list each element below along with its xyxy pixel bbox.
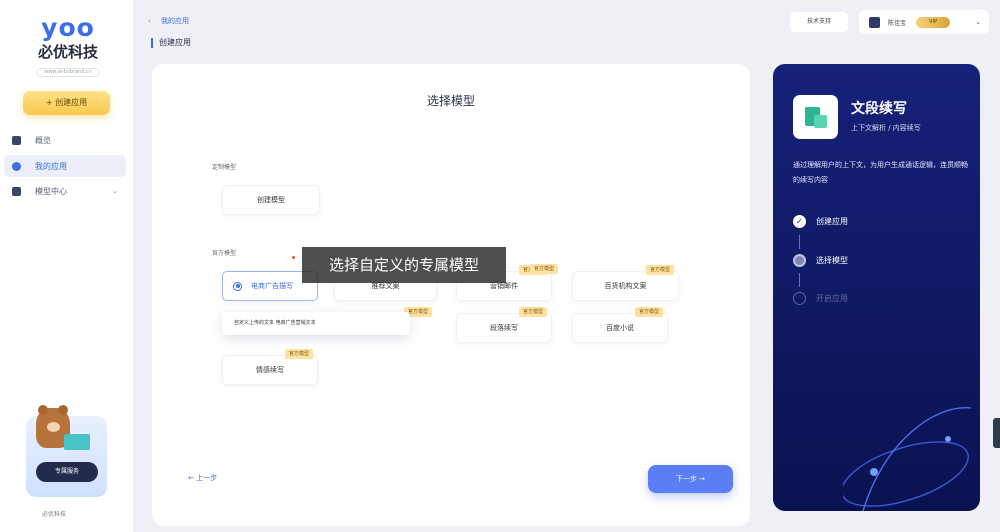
model-center-icon — [12, 186, 21, 196]
model-label: 百货机构文案 — [604, 282, 647, 290]
model-card[interactable]: 官方模型 百货机构文案 — [572, 265, 679, 301]
panel-subtitle: 上下文解析 / 内容续写 — [851, 124, 921, 132]
pending-step-icon — [793, 292, 806, 305]
model-label: 推荐文案 — [371, 282, 400, 290]
side-drawer-handle[interactable] — [993, 418, 1000, 448]
step-label: 创建应用 — [816, 217, 848, 226]
official-model-section-label: 官方模型 — [212, 250, 237, 257]
model-label: 营销邮件 — [490, 282, 518, 290]
model-label: 电商广告描写 — [251, 282, 293, 290]
custom-model-section-label: 定制模型 — [212, 164, 237, 171]
user-name: 陈佳宝 — [888, 19, 907, 27]
step-launch-app: 开启应用 — [793, 292, 848, 305]
step-select-model: 选择模型 — [793, 254, 848, 267]
official-tag: 官方模型 — [530, 264, 559, 274]
create-app-button[interactable]: + 创建应用 — [23, 91, 110, 115]
brand-tagline: www.ai-bsbrand.cn — [36, 68, 100, 77]
caption-overlay: 选择自定义的专属模型 — [302, 247, 506, 283]
model-card[interactable]: 电商广告描写 — [222, 271, 318, 301]
required-marker-icon — [292, 256, 295, 259]
sidebar-item-overview[interactable]: 概览 — [4, 129, 126, 151]
sidebar: yoo 必优科技 www.ai-bsbrand.cn + 创建应用 概览 我的应… — [0, 0, 133, 532]
create-model-card[interactable]: 创建模型 — [222, 185, 320, 215]
model-card[interactable]: 官方模型 百度小说 — [572, 307, 668, 343]
model-card[interactable]: 官方模型 情感续写 — [222, 349, 318, 385]
back-icon[interactable]: ‹ — [148, 17, 151, 25]
main-title: 选择模型 — [426, 94, 475, 108]
model-label: 情感续写 — [256, 366, 284, 374]
app-info-panel: 文段续写 上下文解析 / 内容续写 通过理解用户的上下文，为用户生成通话逻辑，连… — [773, 64, 980, 511]
laptop-icon — [64, 434, 90, 450]
model-label: 百度小说 — [606, 324, 634, 332]
orbit-decoration-icon — [843, 407, 972, 511]
official-tag: 官方模型 — [645, 265, 674, 275]
sidebar-item-label: 概览 — [35, 135, 51, 145]
tech-support-button[interactable]: 技术支持 — [790, 12, 848, 32]
breadcrumb-parent-link[interactable]: 我的应用 — [161, 17, 190, 25]
footer-brand: 必优科技 — [42, 511, 67, 518]
check-icon: ✓ — [793, 215, 806, 228]
step-connector — [799, 273, 800, 287]
current-step-icon — [793, 254, 806, 267]
panel-description: 通过理解用户的上下文，为用户生成通话逻辑，连贯顺畅的续写内容 — [793, 161, 968, 184]
document-icon — [793, 95, 838, 139]
vip-badge: VIP — [916, 16, 951, 28]
sidebar-item-label: 我的应用 — [35, 161, 67, 171]
chevron-down-icon: ⌄ — [112, 187, 118, 195]
breadcrumb: ‹ 我的应用 — [148, 16, 189, 26]
prev-step-button[interactable]: ← 上一步 — [188, 474, 218, 482]
official-tag: 官方模型 — [634, 307, 663, 317]
step-label: 选择模型 — [816, 256, 848, 265]
model-description-tooltip: 自定义上传的文本 电商广告营销文本 — [222, 312, 410, 335]
user-menu[interactable]: 陈佳宝 VIP ⌄ — [859, 10, 989, 34]
bear-mascot-icon — [36, 405, 70, 448]
sidebar-item-label: 模型中心 — [35, 186, 67, 196]
step-create-app: ✓ 创建应用 — [793, 215, 848, 228]
exclusive-service-button[interactable]: 专属服务 — [36, 462, 98, 482]
avatar — [869, 16, 880, 28]
official-tag: 官方模型 — [518, 307, 547, 317]
model-label: 段落续写 — [490, 324, 518, 332]
step-connector — [799, 235, 800, 249]
chevron-down-icon: ⌄ — [975, 18, 981, 26]
brand-name: 必优科技 — [37, 43, 98, 61]
radio-selected-icon[interactable] — [233, 281, 242, 291]
next-step-button[interactable]: 下一步 → — [648, 465, 733, 493]
panel-title: 文段续写 — [851, 101, 907, 117]
official-tag: 官方模型 — [403, 307, 432, 317]
overview-icon — [12, 135, 21, 145]
model-card[interactable]: 官方模型 — [334, 307, 437, 343]
logo-mark: yoo — [41, 13, 95, 42]
sidebar-item-my-apps[interactable]: 我的应用 — [4, 155, 126, 177]
sidebar-item-model-center[interactable]: 模型中心 ⌄ — [4, 180, 126, 202]
apps-icon — [12, 161, 21, 171]
step-label: 开启应用 — [816, 294, 848, 303]
page-title: 创建应用 — [151, 38, 191, 48]
official-tag: 官方模型 — [284, 349, 313, 359]
promo-card: 专属服务 — [26, 405, 107, 497]
logo[interactable]: yoo 必优科技 www.ai-bsbrand.cn — [28, 14, 108, 77]
model-card[interactable]: 官方模型 段落续写 — [456, 307, 552, 343]
create-model-label: 创建模型 — [257, 196, 285, 204]
